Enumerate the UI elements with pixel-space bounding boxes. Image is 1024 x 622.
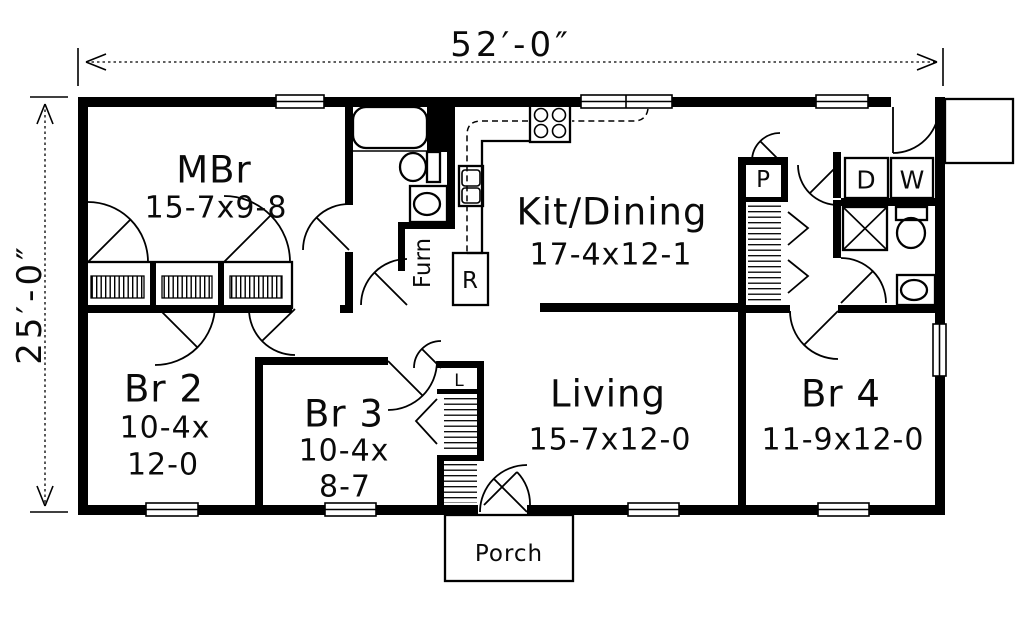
bath-door — [360, 258, 408, 306]
closet1-door — [87, 201, 149, 263]
room-label-kit: Kit/Dining — [517, 191, 708, 234]
window-hall-top — [815, 94, 869, 109]
bathtub — [351, 105, 429, 150]
br3-closet-bifold — [414, 398, 438, 445]
bath2-door — [840, 257, 887, 304]
closet-rod-hatch-2 — [161, 275, 213, 299]
window-br2 — [145, 502, 199, 517]
window-br4-right — [932, 323, 947, 377]
br2-door — [248, 308, 296, 356]
range — [528, 102, 572, 144]
room-size-br4: 11-9x12-0 — [762, 423, 925, 458]
br3-closet-shelves-hatch — [444, 396, 477, 453]
room-size-mbr: 15-7x9-8 — [145, 191, 288, 226]
pantry-shelves-hatch — [748, 204, 781, 301]
pantry-bifold-doors — [787, 211, 810, 294]
window-living — [627, 502, 680, 517]
burner-icon — [533, 123, 549, 139]
arrow-up-icon — [36, 103, 54, 125]
room-labels: MBr 15-7x9-8 Kit/Dining 17-4x12-1 Br 2 1… — [120, 149, 925, 505]
rear-stoop-outline — [943, 97, 1015, 165]
sink-basin-2 — [461, 187, 481, 204]
mbr-door — [302, 203, 350, 251]
closet2-door — [154, 304, 216, 366]
arrow-right-icon — [916, 53, 938, 71]
pantry-label: P — [756, 167, 770, 193]
refrigerator — [451, 251, 490, 307]
bath2-laundry-fixtures — [841, 156, 937, 307]
bath1-fixtures — [347, 105, 449, 224]
toilet2-tank — [894, 205, 929, 222]
vanity — [408, 184, 449, 224]
front-door — [479, 464, 528, 513]
room-size-kit: 17-4x12-1 — [530, 238, 693, 273]
toilet-bowl — [398, 151, 428, 183]
room-label-br4: Br 4 — [801, 373, 881, 416]
window-br4-bottom — [817, 502, 870, 517]
porch-label: Porch — [475, 541, 543, 567]
entry-closet-shelves-hatch — [444, 463, 477, 503]
closet-rod-hatch-1 — [90, 275, 145, 299]
vanity-basin — [412, 191, 442, 217]
window-mbr — [275, 94, 325, 109]
linen-door — [413, 340, 442, 369]
dimension-width-label: 52′-0″ — [450, 25, 572, 65]
upper-cabinets-dashed-right — [572, 108, 649, 122]
room-size-living: 15-7x12-0 — [529, 423, 692, 458]
shower-x-icon — [842, 206, 888, 251]
closet-rod-hatch-3 — [229, 275, 283, 299]
back-door — [892, 106, 940, 154]
linen-label: L — [454, 371, 464, 391]
range-label: R — [462, 268, 478, 294]
furnace-label: Furn — [410, 238, 436, 288]
porch-outline — [443, 513, 575, 583]
burner-icon — [533, 107, 549, 123]
closet3-door — [223, 195, 291, 263]
room-size-br2-line1: 10-4x — [120, 411, 211, 446]
br4-door — [789, 310, 839, 360]
width-dimension: 52′-0″ — [77, 25, 944, 86]
room-size-br2-line2: 12-0 — [127, 448, 199, 483]
room-label-br3: Br 3 — [304, 393, 384, 436]
kitchen-sink — [457, 164, 485, 208]
pantry-door — [751, 132, 781, 162]
dryer-box — [843, 156, 890, 200]
room-size-br3-line2: 8-7 — [319, 470, 371, 505]
sink2-cabinet — [895, 273, 937, 307]
arrow-down-icon — [36, 485, 54, 507]
closet-row-outline — [83, 260, 294, 310]
doors — [87, 106, 940, 513]
burner-icon — [551, 107, 567, 123]
sink-basin-1 — [461, 169, 481, 187]
shelf-closets — [444, 204, 781, 503]
kitchen-fixtures — [451, 102, 649, 307]
washer-label: W — [900, 166, 925, 195]
hall-door — [797, 164, 839, 206]
mbr-closets — [83, 260, 294, 310]
depth-dimension: 25′-0″ — [10, 96, 68, 513]
window-br3 — [324, 502, 377, 517]
br3-door — [387, 360, 438, 411]
toilet-tank — [425, 150, 442, 184]
burner-icon — [551, 123, 567, 139]
room-label-mbr: MBr — [176, 149, 252, 192]
sink2-basin — [899, 278, 929, 302]
room-label-living: Living — [550, 373, 666, 416]
dimension-depth-label: 25′-0″ — [10, 243, 50, 365]
washer-box — [889, 156, 935, 200]
windows — [145, 94, 947, 517]
toilet2-bowl — [895, 216, 927, 250]
dryer-label: D — [856, 166, 875, 195]
arrow-left-icon — [85, 53, 107, 71]
room-size-br3-line1: 10-4x — [299, 434, 390, 469]
feature-labels: Furn R P D W L Porch — [410, 166, 924, 568]
shower — [841, 205, 889, 252]
window-kitchen — [580, 94, 673, 109]
room-label-br2: Br 2 — [124, 368, 204, 411]
entry-closet-door — [483, 471, 531, 506]
